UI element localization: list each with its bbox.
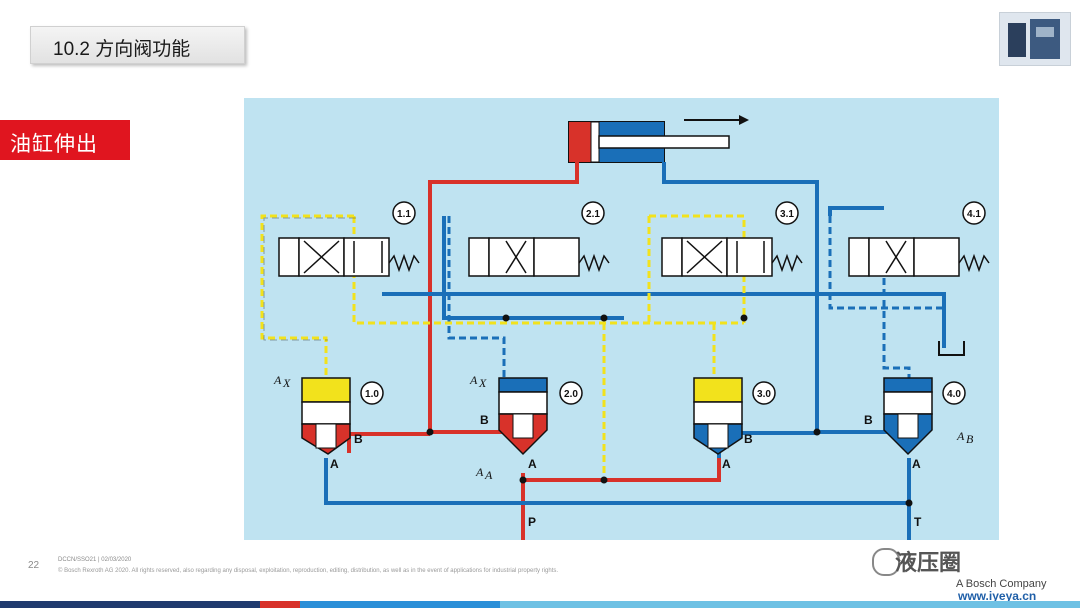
cylinder [568,115,749,163]
cartridge-1-0-number: 1.0 [365,389,379,400]
cartridge-3-0-number: 3.0 [757,389,771,400]
valve-2-1 [468,201,610,277]
product-logo-image [999,12,1071,66]
port-t: T [914,515,922,529]
slide-title-box: 10.2 方向阀功能 [30,26,245,64]
tank-symbol [938,341,965,356]
area-ab-sub: B [966,432,974,446]
junction-dots [426,314,913,507]
area-ax-2: A [469,373,478,387]
cartridge-2-0-number: 2.0 [564,389,578,400]
port-b-1: B [354,432,363,446]
valve-4-1-number: 4.1 [967,209,981,220]
tank-pilot-dashed-2 [447,216,506,378]
valve-2-1-number: 2.1 [586,209,600,220]
port-a-1: A [330,457,339,471]
state-label-text: 油缸伸出 [10,132,98,156]
footer-legal-text: © Bosch Rexroth AG 2020. All rights rese… [58,568,559,574]
cartridge-1-0 [301,377,384,455]
cartridge-3-0 [693,377,776,455]
area-ax-2-sub: X [478,376,487,390]
wechat-icon [872,548,900,576]
tank-pilot-dashed [828,216,944,310]
hydraulic-circuit-diagram: 1.1 2.1 3.1 4.1 1.0 2.0 3.0 4.0 A B B A … [244,98,999,540]
footer-reference: DCCN/SSO21 | 02/03/2020 [58,557,132,563]
watermark-text: 液压圈 [895,550,962,575]
port-b-2: B [480,413,489,427]
cartridge-4-0-number: 4.0 [947,389,961,400]
cartridge-4-0 [883,377,966,456]
valve-3-1-number: 3.1 [780,209,794,220]
port-b-4: B [864,413,873,427]
area-aa: A [475,465,484,479]
valve-1-1 [278,201,420,277]
pilot-lines-outline [263,217,356,341]
valve-4-1 [848,201,990,277]
slide-title: 10.2 方向阀功能 [53,39,191,60]
port-a-2: A [528,457,537,471]
port-b-3: B [744,432,753,446]
area-ax-1-sub: X [282,376,291,390]
tank-pilot-dashed-3 [882,278,911,378]
brand-color-bar [0,601,1080,608]
tank-lines [324,162,946,540]
company-tagline: A Bosch Company [956,578,1047,590]
port-a-3: A [722,457,731,471]
valve-1-1-number: 1.1 [397,209,411,220]
area-aa-sub: A [484,468,493,482]
area-ax-1: A [273,373,282,387]
website-watermark: www.iyeya.cn [958,589,1037,603]
state-label: 油缸伸出 [0,120,130,160]
port-a-4: A [912,457,921,471]
cartridge-2-0 [498,377,583,456]
page-number: 22 [28,560,40,571]
port-p: P [528,515,536,529]
valve-3-1 [661,201,803,277]
area-ab: A [956,429,965,443]
